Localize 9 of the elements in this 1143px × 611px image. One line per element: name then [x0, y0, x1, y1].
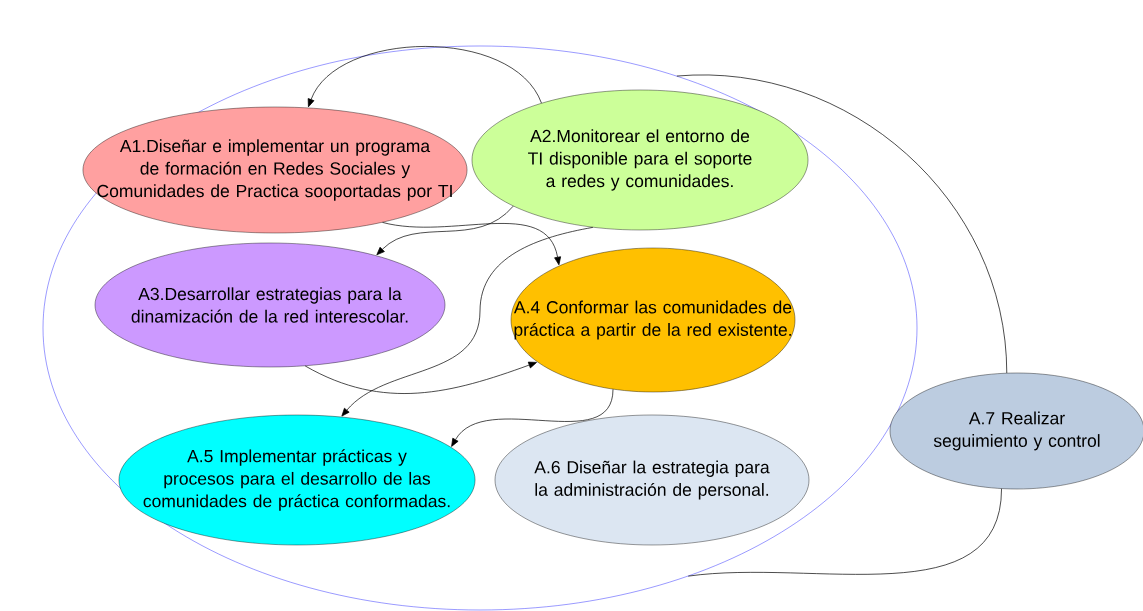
connector-line	[687, 488, 1002, 577]
arrow	[376, 205, 514, 256]
arrow	[451, 388, 614, 447]
arrow	[341, 227, 594, 417]
arrow	[307, 46, 542, 108]
arrow	[382, 222, 561, 266]
arrow	[304, 361, 537, 394]
connector-line	[676, 75, 1008, 374]
boundary-ellipse	[42, 45, 918, 611]
